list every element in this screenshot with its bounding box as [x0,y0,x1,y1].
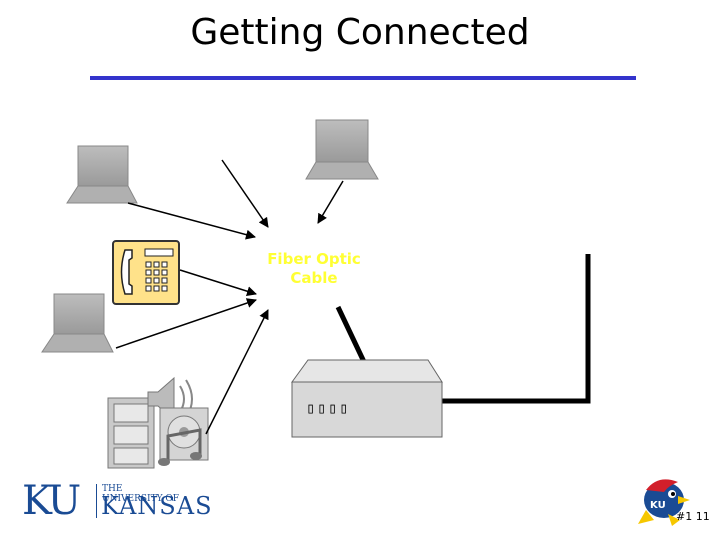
connection-arrow [221,159,269,228]
hub-label-line2: Cable [290,269,338,287]
connection-arrow [179,269,257,297]
ku-logo-name: KANSAS [101,492,213,520]
title-underline [90,76,636,80]
slide-title: Getting Connected [190,12,530,53]
telephone-icon [112,240,180,305]
ku-logo-university-line: THE UNIVERSITY OF [102,484,180,504]
computer-icon [305,119,379,180]
connection-arrow [205,309,269,435]
fiber-optic-hub-label: Fiber Optic Cable [252,250,376,288]
computer-icon [41,293,114,353]
logo-divider [96,484,97,518]
connection-arrow [317,180,344,224]
ku-logo-letters: KU [22,478,81,524]
computer-icon [66,145,138,204]
multimedia-icon [107,376,209,469]
network-device [291,359,443,438]
jayhawk-mascot-icon: KU [638,479,690,526]
connection-arrow [127,202,256,240]
svg-text:KU: KU [650,500,666,511]
device-ports-label: ▯▯▯▯ [306,399,351,417]
ku-logo: KU THE UNIVERSITY OF KANSAS [22,478,212,524]
slide-number: #1 11 [676,510,710,523]
connection-arrow [115,298,257,349]
fiber-cable [335,305,368,366]
fiber-cable [442,254,591,404]
hub-label-line1: Fiber Optic [267,250,361,268]
